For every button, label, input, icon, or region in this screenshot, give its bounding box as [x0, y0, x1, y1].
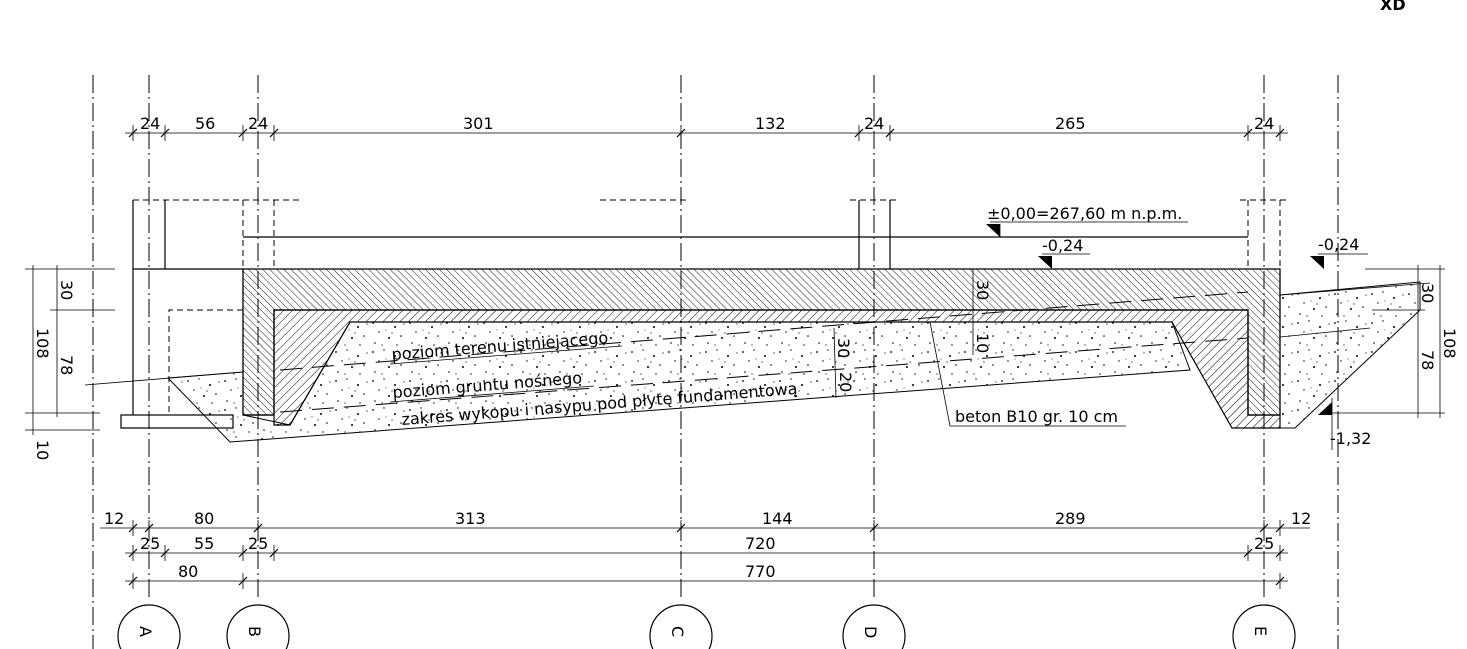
svg-text:24: 24 — [140, 114, 160, 133]
svg-text:10: 10 — [973, 333, 992, 353]
svg-text:30: 30 — [973, 280, 992, 300]
svg-text:55: 55 — [194, 534, 214, 553]
svg-text:30: 30 — [1418, 283, 1437, 303]
svg-text:25: 25 — [140, 534, 160, 553]
svg-text:±0,00=267,60 m n.p.m.: ±0,00=267,60 m n.p.m. — [987, 204, 1182, 223]
svg-text:301: 301 — [463, 114, 494, 133]
svg-text:25: 25 — [248, 534, 268, 553]
axis-label-c: C — [668, 626, 687, 637]
svg-text:313: 313 — [455, 509, 486, 528]
svg-text:10: 10 — [33, 440, 52, 460]
axis-bubble-c — [649, 604, 713, 649]
svg-text:beton B10 gr. 10 cm: beton B10 gr. 10 cm — [955, 407, 1118, 426]
axis-label-a: A — [136, 626, 155, 637]
inner-dimensions: 30 10 30 20 — [833, 269, 992, 399]
top-dimensions: 24 56 24 301 132 24 265 24 — [125, 114, 1288, 141]
svg-text:24: 24 — [1254, 114, 1274, 133]
corner-mark: XD — [1380, 0, 1406, 14]
svg-text:56: 56 — [195, 114, 215, 133]
svg-text:30: 30 — [834, 338, 853, 358]
level-foundation: -1,32 — [1318, 398, 1371, 450]
svg-text:-1,32: -1,32 — [1330, 429, 1371, 448]
axis-label-d: D — [861, 626, 880, 638]
axis-bubble-e — [1232, 604, 1296, 649]
right-dimensions: 30 78 108 — [1320, 265, 1459, 418]
svg-text:24: 24 — [864, 114, 884, 133]
svg-text:12: 12 — [1291, 509, 1311, 528]
level-slab-top: -0,24 — [1038, 236, 1090, 269]
svg-text:770: 770 — [745, 562, 776, 581]
svg-text:108: 108 — [33, 328, 52, 359]
level-ground-right: -0,24 — [1310, 235, 1368, 269]
axis-bubble-d — [842, 604, 906, 649]
level-zero: ±0,00=267,60 m n.p.m. — [986, 204, 1188, 237]
existing-terrain-line — [84, 371, 244, 386]
axis-bubble-b — [226, 604, 290, 649]
svg-text:-0,24: -0,24 — [1042, 236, 1083, 255]
svg-text:-0,24: -0,24 — [1318, 235, 1359, 254]
svg-text:108: 108 — [1440, 328, 1459, 359]
svg-text:132: 132 — [755, 114, 786, 133]
svg-text:80: 80 — [194, 509, 214, 528]
svg-text:12: 12 — [104, 509, 124, 528]
svg-text:80: 80 — [178, 562, 198, 581]
left-dimensions: 30 108 78 10 — [25, 265, 115, 460]
svg-text:289: 289 — [1055, 509, 1086, 528]
svg-text:30: 30 — [57, 280, 76, 300]
svg-text:265: 265 — [1055, 114, 1086, 133]
svg-text:20: 20 — [836, 372, 855, 392]
svg-text:720: 720 — [745, 534, 776, 553]
wall-outlines — [120, 199, 1290, 429]
svg-text:78: 78 — [1418, 350, 1437, 370]
annotation-concrete: beton B10 gr. 10 cm — [929, 321, 1126, 427]
soil-fill-right — [1279, 281, 1421, 429]
axis-label-e: E — [1251, 626, 1270, 636]
axis-labels: A B C D E — [117, 604, 1296, 649]
axis-bubble-a — [117, 604, 181, 649]
svg-text:25: 25 — [1254, 534, 1274, 553]
axis-label-b: B — [245, 626, 264, 637]
svg-text:78: 78 — [57, 355, 76, 375]
svg-text:144: 144 — [762, 509, 793, 528]
svg-text:24: 24 — [248, 114, 268, 133]
bottom-dimensions: 12 80 313 144 289 12 25 55 25 720 25 80 … — [100, 509, 1311, 589]
